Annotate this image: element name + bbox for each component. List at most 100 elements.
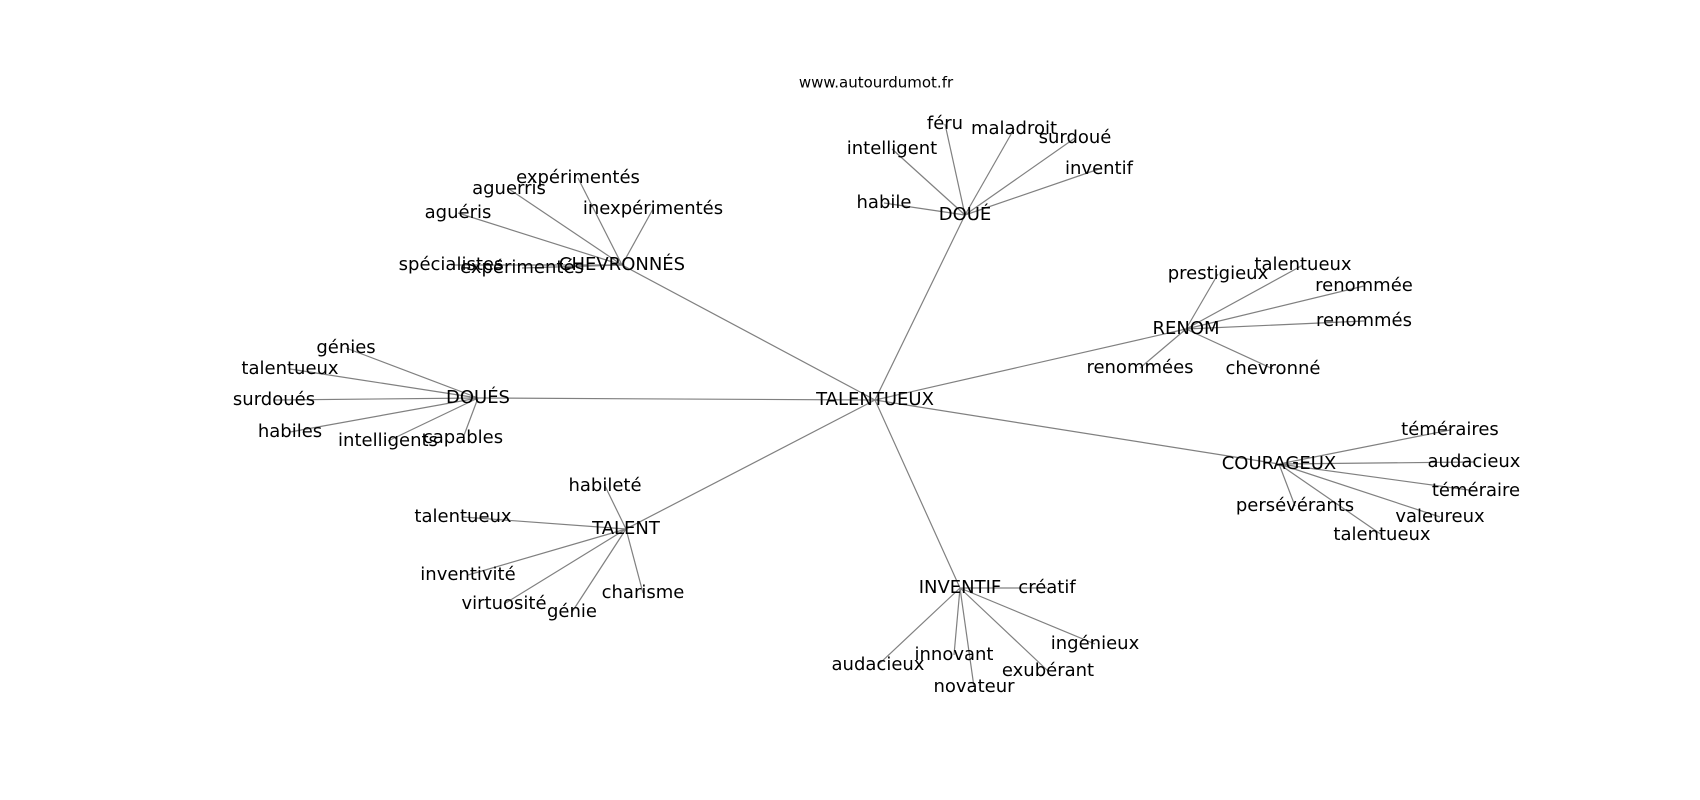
edge-doues-word	[462, 397, 479, 439]
word-label: surdoué	[1039, 127, 1112, 148]
edge-doues-word	[345, 347, 479, 399]
word-label: expérimentés	[516, 167, 640, 188]
word-label: prestigieux	[1168, 263, 1269, 284]
word-label: charisme	[602, 582, 685, 603]
word-label: talentueux	[1333, 524, 1431, 545]
word-label: ingénieux	[1051, 633, 1140, 654]
cluster-label-doue: DOUÉ	[939, 203, 992, 225]
word-label: audacieux	[832, 654, 925, 675]
edge-doue-word	[891, 148, 966, 216]
site-url: www.autourdumot.fr	[799, 74, 954, 92]
edge-center-chevronnes	[621, 264, 876, 401]
edge-doues-word	[273, 397, 479, 401]
word-label: exubérant	[1002, 660, 1094, 681]
edge-courageux-word	[1278, 461, 1475, 465]
edge-talent-word	[604, 485, 627, 530]
cluster-label-chevronnes: CHEVRONNÉS	[559, 253, 685, 275]
edge-chevronnes-word	[508, 188, 623, 266]
edge-renom-word	[1185, 273, 1219, 330]
edge-talent-word	[467, 528, 627, 576]
word-label: renommée	[1315, 275, 1413, 296]
edge-chevronnes-word	[577, 177, 623, 266]
edge-inventif-word	[959, 587, 1049, 672]
word-label: inventif	[1065, 158, 1134, 179]
word-label: créatif	[1018, 577, 1076, 598]
edge-courageux-word	[1278, 429, 1451, 465]
edge-center-renom	[874, 328, 1187, 401]
edge-talent-word	[462, 516, 627, 530]
edge-doues-word	[289, 368, 479, 399]
center-word: TALENTUEUX	[815, 389, 934, 410]
word-label: expérimentés	[460, 257, 584, 278]
word-label: maladroit	[971, 118, 1057, 139]
edge-courageux-word	[1278, 463, 1441, 518]
edge-doue-word	[964, 137, 1076, 216]
graph-edges	[273, 123, 1477, 688]
word-label: valeureux	[1395, 506, 1485, 527]
edge-chevronnes-word	[621, 208, 654, 266]
word-label: habile	[857, 192, 912, 213]
word-label: habiles	[258, 421, 322, 442]
word-label: novateur	[933, 676, 1015, 697]
word-label: virtuosité	[461, 593, 546, 614]
edge-courageux-word	[1278, 463, 1383, 536]
edge-chevronnes-word	[521, 264, 623, 269]
edge-renom-word	[1185, 264, 1304, 330]
word-label: téméraires	[1401, 419, 1499, 440]
cluster-label-courageux: COURAGEUX	[1222, 453, 1337, 474]
word-label: renommées	[1086, 357, 1193, 378]
word-label: intelligents	[338, 430, 438, 451]
edge-center-doue	[874, 214, 966, 401]
edge-renom-word	[1185, 285, 1365, 330]
edge-doue-word	[944, 123, 966, 216]
cluster-label-inventif: INVENTIF	[919, 577, 1002, 598]
edge-inventif-word	[959, 587, 975, 688]
edge-doue-word	[883, 202, 966, 216]
edge-courageux-word	[1278, 463, 1296, 507]
edge-doues-word	[289, 397, 479, 433]
edge-doue-word	[964, 128, 1015, 216]
edge-renom-word	[1185, 320, 1365, 330]
edge-center-inventif	[874, 399, 961, 589]
word-label: habileté	[568, 475, 641, 496]
edge-talent-word	[503, 528, 627, 605]
word-label: inexpérimentés	[583, 198, 723, 219]
cluster-label-doues: DOUÉS	[446, 386, 510, 408]
cluster-label-talent: TALENT	[591, 518, 661, 539]
word-label: capables	[423, 427, 503, 448]
edge-center-doues	[477, 397, 876, 401]
edge-renom-word	[1185, 328, 1274, 370]
word-label: génies	[316, 337, 375, 358]
word-label: aguéris	[425, 202, 492, 223]
word-label: intelligent	[847, 138, 938, 159]
word-label: spécialistes	[399, 254, 504, 275]
word-label: surdoués	[233, 389, 315, 410]
word-label: talentueux	[414, 506, 512, 527]
word-label: talentueux	[241, 358, 339, 379]
word-label: téméraire	[1432, 480, 1520, 501]
word-label: persévérants	[1236, 495, 1354, 516]
edge-center-courageux	[874, 399, 1280, 465]
edge-center-talent	[625, 399, 876, 530]
word-label: chevronné	[1226, 358, 1321, 379]
word-label: renommés	[1316, 310, 1412, 331]
word-label: inventivité	[420, 564, 515, 585]
edge-doue-word	[964, 168, 1100, 216]
word-label: audacieux	[1428, 451, 1521, 472]
edge-inventif-word	[877, 587, 961, 666]
edge-talent-word	[625, 528, 644, 594]
word-label: talentueux	[1254, 254, 1352, 275]
word-label: aguerris	[472, 178, 546, 199]
edge-talent-word	[571, 528, 627, 613]
edge-inventif-word	[959, 587, 1096, 645]
edge-doues-word	[387, 397, 479, 442]
word-label: innovant	[915, 644, 994, 665]
edge-renom-word	[1139, 328, 1187, 369]
edge-inventif-word	[953, 587, 961, 656]
word-label: génie	[547, 601, 597, 622]
cluster-label-renom: RENOM	[1152, 318, 1219, 339]
edge-chevronnes-word	[457, 212, 623, 266]
edge-courageux-word	[1278, 463, 1477, 492]
